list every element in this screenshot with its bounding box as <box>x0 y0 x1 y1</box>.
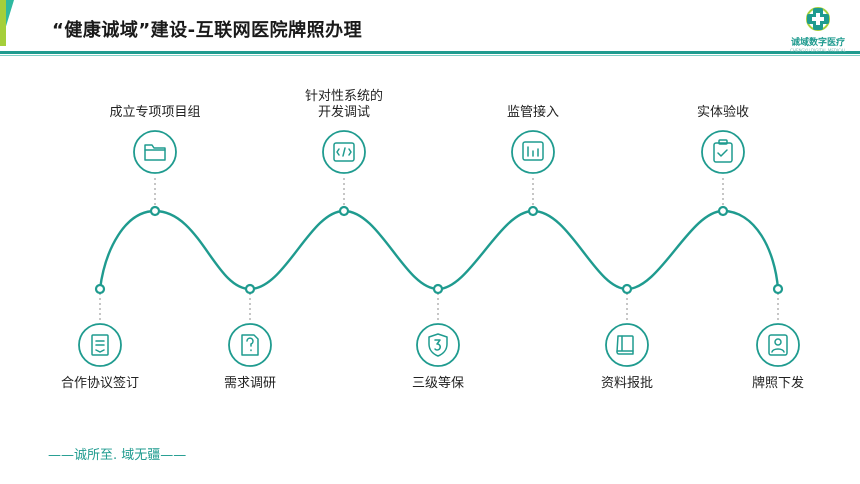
step-label-6: 监管接入 <box>506 105 560 120</box>
header-divider <box>0 51 860 54</box>
step-label-9: 牌照下发 <box>751 376 805 391</box>
medical-cross-logo-icon <box>806 7 830 31</box>
step-icon-circle-7 <box>605 323 649 367</box>
step-label-1: 合作协议签订 <box>60 376 140 391</box>
step-label-8: 实体验收 <box>696 105 750 120</box>
step-label-4: 针对性系统的 开发调试 <box>304 89 384 120</box>
brand-logo: 诚域数字医疗 CHENGYU DIGITAL MEDICAL <box>790 4 846 53</box>
logo-text: 诚域数字医疗 <box>790 38 845 48</box>
step-icon-circle-5 <box>416 323 460 367</box>
step-icon-circle-2 <box>133 130 177 174</box>
timeline-node-8 <box>717 205 729 217</box>
timeline-node-4 <box>338 205 350 217</box>
clipboard-check-icon <box>713 139 733 163</box>
timeline-node-9 <box>772 283 784 295</box>
logo-subtext: CHENGYU DIGITAL MEDICAL <box>790 48 846 53</box>
corner-accent-stripe <box>0 0 6 46</box>
question-document-icon <box>241 334 259 356</box>
page-title: “健康诚域”建设-互联网医院牌照办理 <box>52 20 363 41</box>
step-label-2: 成立专项项目组 <box>109 105 201 120</box>
timeline-node-1 <box>94 283 106 295</box>
folder-icon <box>144 144 166 161</box>
step-label-5: 三级等保 <box>411 376 465 391</box>
step-icon-circle-8 <box>701 130 745 174</box>
timeline-node-7 <box>621 283 633 295</box>
shield-3-icon <box>428 333 448 357</box>
step-label-3: 需求调研 <box>223 376 277 391</box>
code-icon <box>333 142 355 162</box>
timeline-node-6 <box>527 205 539 217</box>
timeline-node-2 <box>149 205 161 217</box>
chart-monitor-icon <box>522 141 544 161</box>
step-label-7: 资料报批 <box>600 376 654 391</box>
timeline-node-3 <box>244 283 256 295</box>
book-icon <box>616 335 634 355</box>
footer-slogan: ——诚所至. 域无疆—— <box>48 448 187 463</box>
timeline-wave <box>98 209 780 291</box>
document-icon <box>91 334 109 356</box>
license-icon <box>768 334 788 356</box>
header-divider-thin <box>0 55 860 56</box>
step-icon-circle-3 <box>228 323 272 367</box>
timeline-node-5 <box>432 283 444 295</box>
